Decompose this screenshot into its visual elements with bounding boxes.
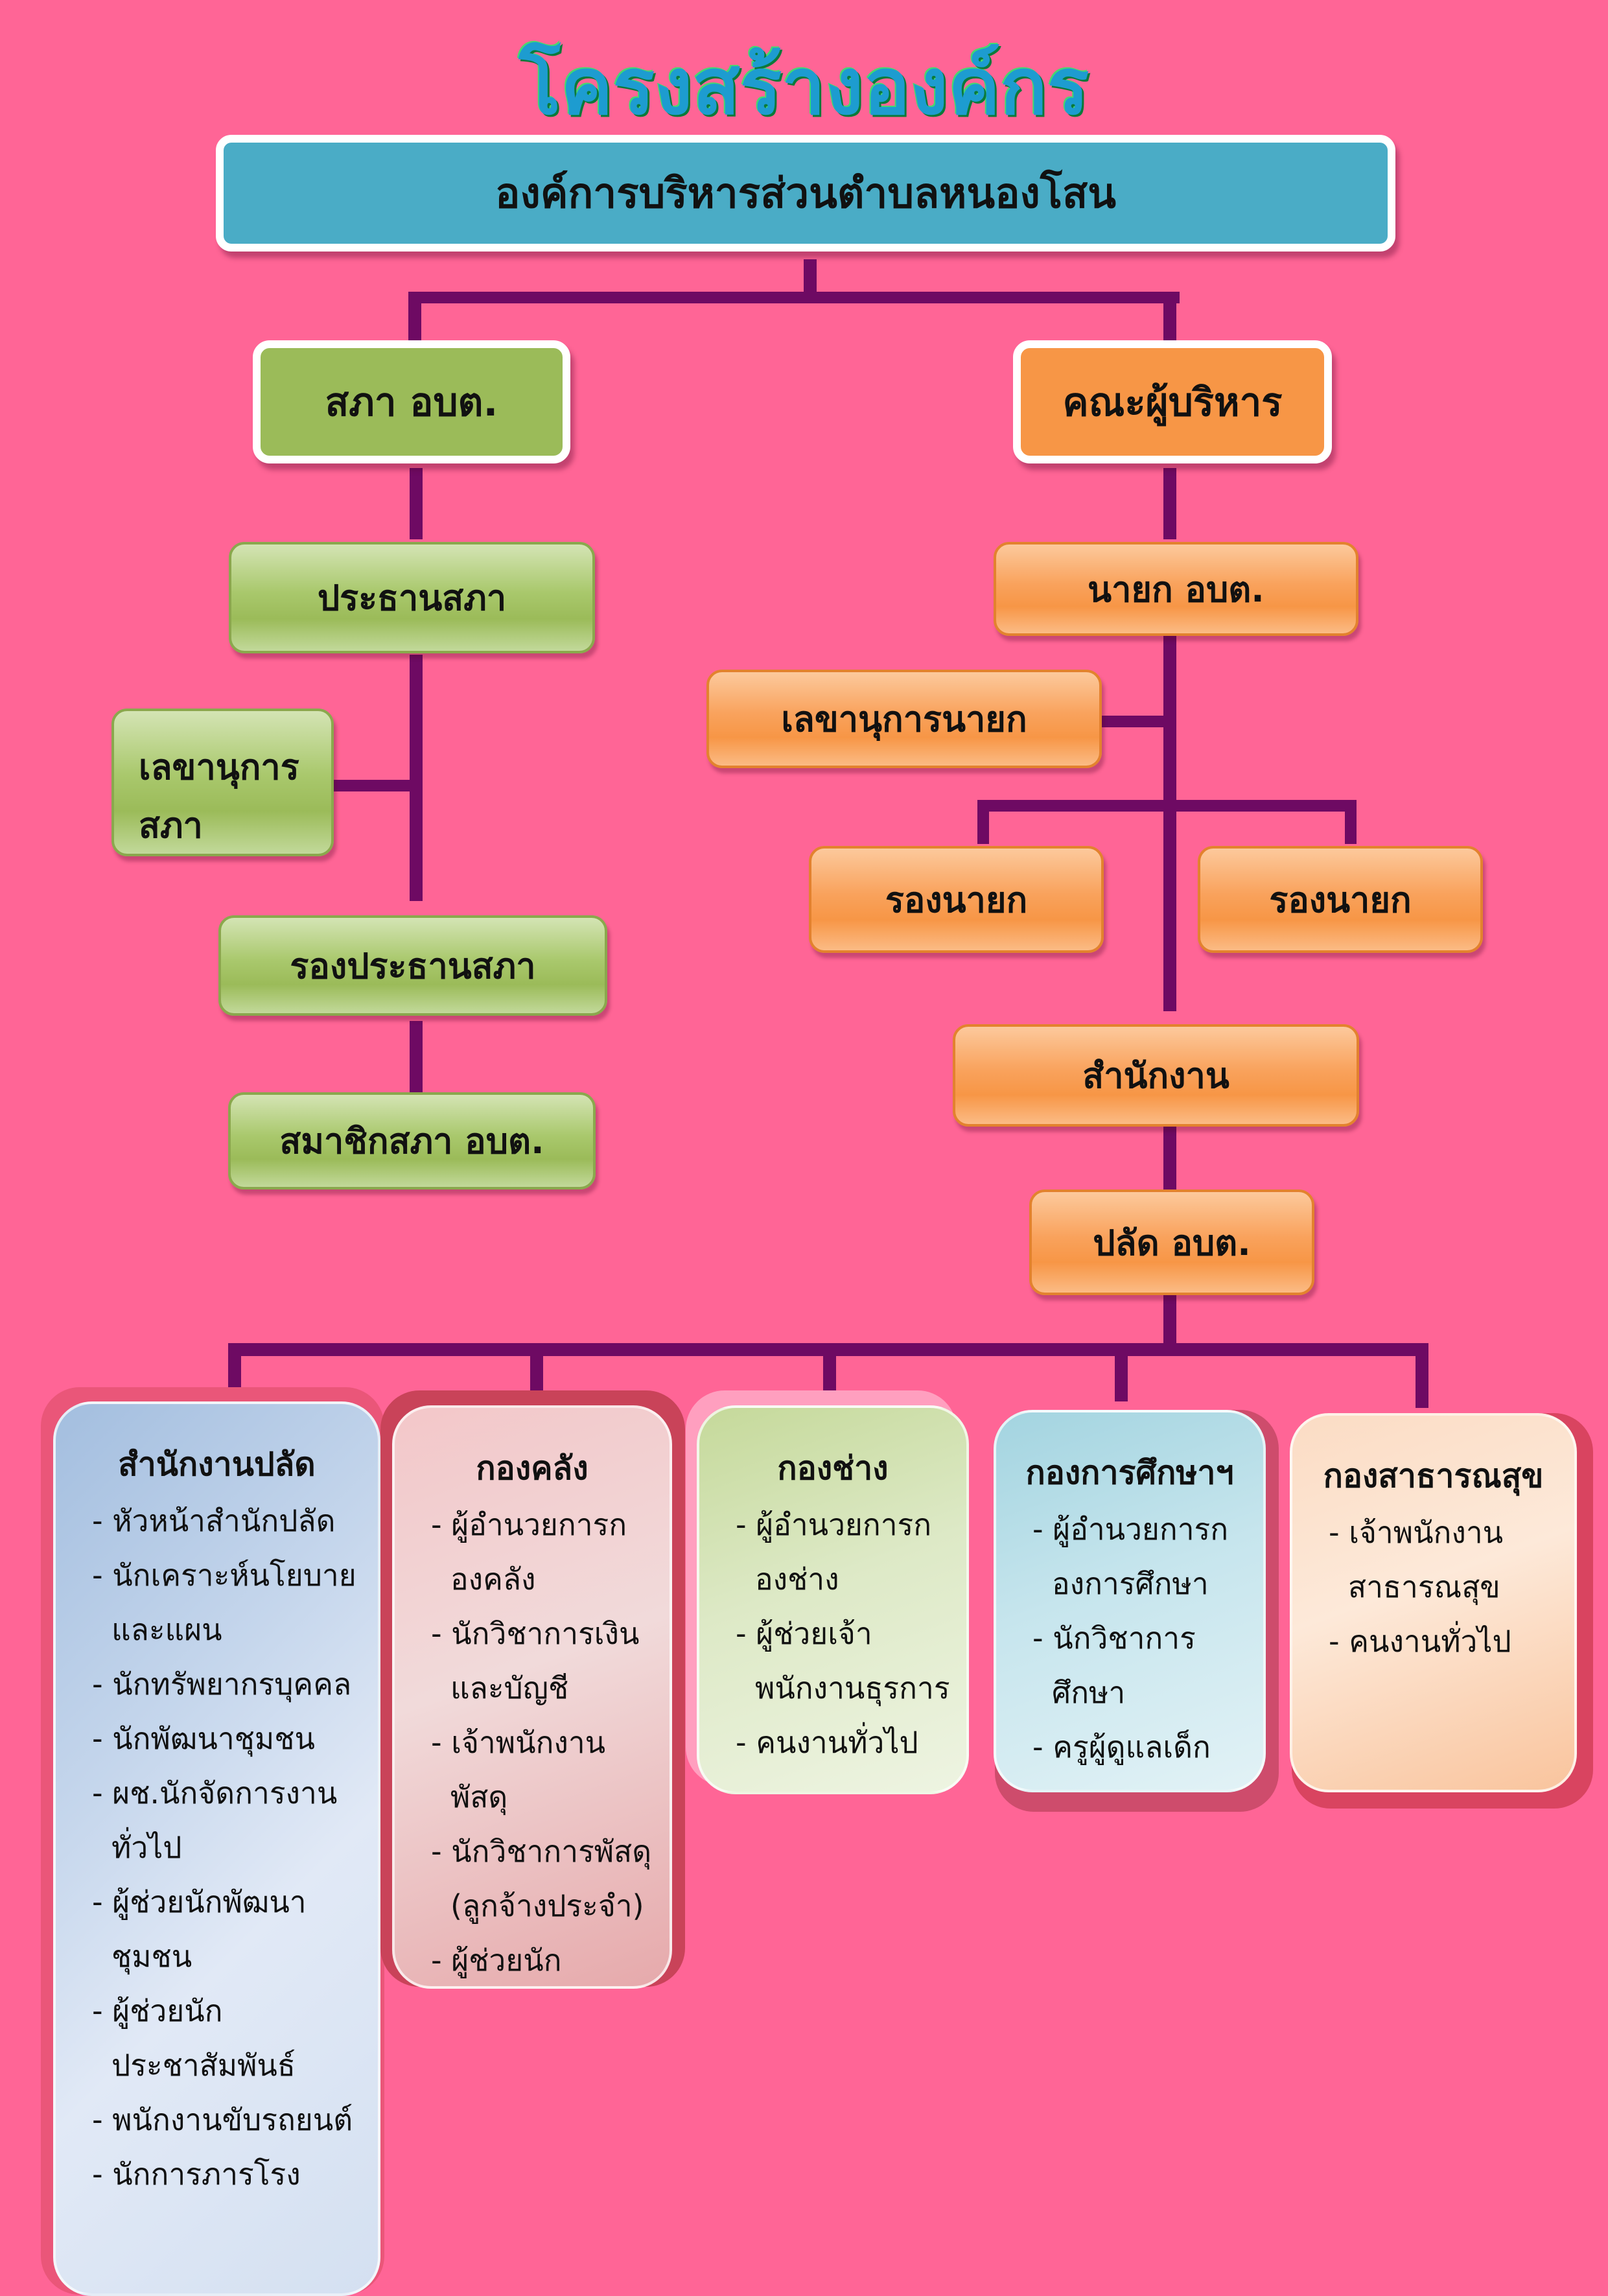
department-box: กองคลัง ผู้อำนวยการกองคลัง นักวิชาการเงิ… [392,1405,672,1989]
list-item: ผู้อำนวยการกองการศึกษา [1032,1502,1250,1611]
list-item: นักวิชาการศึกษา [1032,1611,1250,1720]
list-item: นักพัฒนาชุมชน [92,1711,365,1766]
list-item: นักวิชาการเงินและบัญชี [431,1606,657,1715]
connector-line [410,1021,423,1092]
executive-board-box: คณะผู้บริหาร [1013,340,1332,463]
list-item: ผู้อำนวยการกองช่าง [736,1497,953,1606]
connector-line [530,1343,543,1401]
department-box: สำนักงานปลัด หัวหน้าสำนักปลัด นักเคราะห์… [53,1401,380,2296]
connector-line [1345,800,1357,844]
list-item: พนักงานขับรถยนต์ [92,2092,365,2147]
council-vice-chair-box: รองประธานสภา [218,915,607,1016]
office-box: สำนักงาน [953,1024,1359,1127]
mayor-secretary-box: เลขานุการนายก [706,670,1102,768]
department-title: กองช่าง [777,1449,889,1487]
connector-line [823,1343,836,1401]
council-chair-box: ประธานสภา [229,542,595,653]
list-item: นักทรัพยากรบุคคล [92,1657,365,1711]
department-title: กองคลัง [476,1449,588,1487]
list-item: ผู้ช่วยนักวิชาการเงินและบัญชี [431,1933,657,1986]
council-secretary-box: เลขานุการสภา [111,709,334,856]
department-title: กองการศึกษาฯ [1025,1454,1234,1492]
connector-line [1115,1343,1128,1401]
list-item: นักวิชาการพัสดุ (ลูกจ้างประจำ) [431,1824,657,1933]
council-members-box: สมาชิกสภา อบต. [228,1092,596,1189]
connector-line [1163,1125,1176,1189]
list-item: ผู้ช่วยนักพัฒนาชุมชน [92,1875,365,1984]
organization-box: องค์การบริหารส่วนตำบลหนองโสน [216,135,1395,252]
department-title: สำนักงานปลัด [118,1446,316,1483]
list-item: คนงานทั่วไป [736,1715,953,1770]
list-item: ผช.นักจัดการงานทั่วไป [92,1766,365,1875]
deputy-mayor-box-1: รองนายก [809,846,1104,953]
list-item: หัวหน้าสำนักปลัด [92,1494,365,1548]
connector-line [977,800,1357,812]
connector-line [408,292,421,344]
list-item: เจ้าพนักงานสาธารณสุข [1329,1505,1561,1614]
connector-line [228,1343,241,1401]
connector-line [410,468,423,539]
clerk-box: ปลัด อบต. [1029,1189,1314,1295]
department-box: กองการศึกษาฯ ผู้อำนวยการกองการศึกษา นักว… [994,1410,1266,1792]
list-item: คนงานทั่วไป [1329,1614,1561,1669]
connector-line [977,800,989,844]
connector-line [1163,292,1176,344]
mayor-box: นายก อบต. [994,542,1358,636]
connector-line [1163,635,1176,1011]
department-box: กองช่าง ผู้อำนวยการกองช่าง ผู้ช่วยเจ้าพน… [697,1405,969,1794]
connector-line [334,780,419,791]
list-item: ครูผู้ดูแลเด็ก [1032,1720,1250,1774]
list-item: นักเคราะห์นโยบายและแผน [92,1548,365,1657]
connector-line [1163,468,1176,539]
list-item: ผู้ช่วยเจ้าพนักงานธุรการ [736,1606,953,1715]
council-secretary-label: เลขานุการสภา [139,747,299,846]
list-item: นักการภารโรง [92,2147,365,2201]
diagram-title: โครงสร้างองค์กร [519,42,1089,132]
list-item: เจ้าพนักงานพัสดุ [431,1715,657,1824]
connector-line [1163,1293,1176,1352]
connector-line [1099,716,1170,727]
list-item: ผู้อำนวยการกองคลัง [431,1497,657,1606]
deputy-mayor-box-2: รองนายก [1198,846,1483,953]
connector-line [1416,1343,1428,1408]
department-title: กองสาธารณสุข [1323,1457,1544,1495]
connector-line [410,655,423,901]
connector-line [408,292,1180,303]
council-box: สภา อบต. [253,340,570,463]
list-item: ผู้ช่วยนักประชาสัมพันธ์ [92,1984,365,2092]
connector-line [804,259,817,302]
department-box: กองสาธารณสุข เจ้าพนักงานสาธารณสุข คนงานท… [1290,1413,1577,1792]
